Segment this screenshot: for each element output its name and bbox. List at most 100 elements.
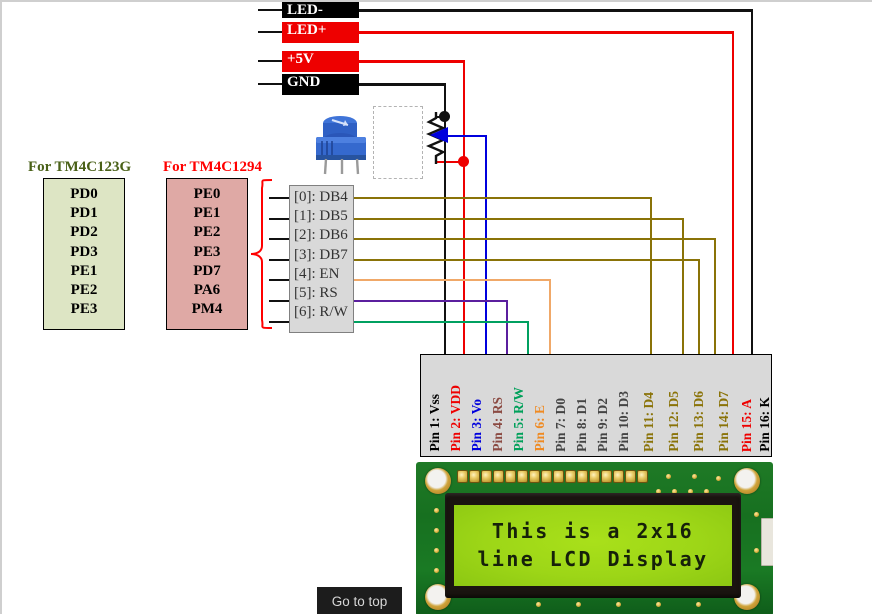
wire-5v-vertical: [462, 60, 465, 358]
pin-header-label: Pin 15: A: [739, 398, 754, 452]
pin-label: PA6: [193, 282, 221, 299]
pin-header-label: Pin 4: RS: [490, 397, 505, 452]
lead-5v: [258, 60, 282, 62]
lcd-line-2: line LCD Display: [477, 547, 709, 571]
lead-led-plus: [258, 31, 282, 33]
lead-rs: [269, 299, 290, 302]
pin-label: PD7: [193, 262, 221, 279]
port-block-tm4c1294: PE0 PE1 PE2 PE3 PD7 PA6 PM4: [166, 178, 248, 330]
pin-header-label: Pin 1: Vss: [427, 394, 442, 452]
pcb-via: [656, 489, 661, 494]
pcb-via: [616, 602, 621, 607]
go-to-top-button[interactable]: Go to top: [317, 587, 402, 614]
potentiometer-photo: [316, 116, 366, 175]
pcb-via: [434, 508, 439, 513]
lcd-module: This is a 2x16 line LCD Display: [416, 462, 773, 614]
header-pad: [637, 470, 648, 483]
pcb-via: [688, 489, 693, 494]
lead-db6: [269, 237, 290, 240]
signal-label: [4]: EN: [294, 265, 340, 282]
header-pad: [577, 470, 588, 483]
wire-db5-horizontal: [354, 217, 684, 220]
label-5v: +5V: [282, 51, 359, 72]
wire-db4-horizontal: [354, 196, 652, 199]
wiper-arrow: [430, 127, 448, 143]
potentiometer-dashed-outline: [373, 106, 423, 179]
signal-label: [6]: R/W: [294, 304, 348, 321]
header-pad: [589, 470, 600, 483]
wire-rw-vertical: [526, 320, 529, 358]
pcb-via: [696, 602, 701, 607]
wire-db6-horizontal: [354, 237, 716, 240]
pin-label: PE2: [193, 224, 221, 241]
pcb-via: [754, 548, 759, 553]
pin-label: PE3: [193, 243, 221, 260]
lead-rw: [269, 320, 290, 323]
junction-dot-5v: [458, 156, 469, 167]
pin-header-label: Pin 10: D3: [616, 391, 631, 452]
signal-label: [0]: DB4: [294, 189, 348, 205]
pin-label: PE1: [193, 205, 221, 222]
wire-db6-vertical: [713, 237, 716, 358]
pin-label: PM4: [191, 301, 223, 318]
mounting-hole: [734, 468, 760, 494]
wire-db7-vertical: [697, 258, 700, 358]
pin-label: PE2: [70, 282, 98, 299]
pin-header-label: Pin 8: D1: [574, 398, 589, 452]
wire-5v-horizontal: [359, 60, 465, 63]
pin-label: PD2: [70, 224, 98, 241]
header-pad: [565, 470, 576, 483]
lcd-pin-header: Pin 1: Vss Pin 2: VDD Pin 3: Vo Pin 4: R…: [420, 354, 772, 457]
pcb-via: [754, 512, 759, 517]
header-pad: [505, 470, 516, 483]
side-connector: [761, 518, 773, 566]
mounting-hole: [425, 468, 451, 494]
pin-header-label: Pin 16: K: [757, 397, 772, 452]
header-pad: [457, 470, 468, 483]
pin-label: PD3: [70, 243, 98, 260]
lead-gnd: [258, 83, 282, 85]
label-led-minus: LED-: [282, 2, 359, 18]
lead-db7: [269, 258, 290, 261]
pin-header-label: Pin 7: D0: [553, 398, 568, 452]
header-pad: [517, 470, 528, 483]
pcb-via: [576, 602, 581, 607]
pcb-via: [704, 489, 709, 494]
signal-name-block: [0]: DB4 [1]: DB5 [2]: DB6 [3]: DB7 [4]:…: [289, 185, 354, 333]
header-pad: [613, 470, 624, 483]
header-pad: [481, 470, 492, 483]
header-pad: [625, 470, 636, 483]
wire-led-plus-horizontal: [359, 31, 734, 34]
pin-header-label: Pin 12: D5: [666, 391, 681, 452]
pcb-via: [434, 528, 439, 533]
pin-header-label: Pin 3: Vo: [469, 399, 484, 452]
lead-led-minus: [258, 9, 282, 11]
label-gnd: GND: [282, 74, 359, 95]
wire-led-plus-vertical: [731, 31, 734, 357]
pin-header-label: Pin 9: D2: [595, 398, 610, 452]
port-block-tm4c123g: PD0 PD1 PD2 PD3 PE1 PE2 PE3: [43, 178, 125, 330]
bracket-red: [250, 179, 273, 329]
wire-rw-horizontal: [354, 320, 529, 323]
lcd-line-1: This is a 2x16: [491, 519, 695, 543]
pin-header-label: Pin 11: D4: [641, 391, 656, 452]
wire-vo-vertical: [484, 134, 487, 358]
wire-led-minus-horizontal: [359, 9, 753, 12]
signal-label: [2]: DB6: [294, 227, 348, 244]
pin-header-label: Pin 2: VDD: [448, 385, 463, 452]
pin-header-label: Pin 6: E: [532, 405, 547, 452]
signal-label: [5]: RS: [294, 285, 338, 302]
lead-db5: [269, 217, 290, 220]
pcb-via: [656, 602, 661, 607]
caption-tm4c1294: For TM4C1294: [163, 159, 263, 175]
wire-db7-horizontal: [354, 258, 700, 261]
wire-en-horizontal: [354, 278, 551, 281]
header-pad: [553, 470, 564, 483]
wire-rs-vertical: [505, 299, 508, 358]
pin-header-label: Pin 5: R/W: [511, 387, 526, 452]
wire-5v-to-pot-bottom: [435, 160, 464, 163]
wire-rs-horizontal: [354, 299, 508, 302]
wire-vo-horizontal: [435, 134, 487, 137]
wire-led-minus-vertical: [750, 9, 753, 357]
